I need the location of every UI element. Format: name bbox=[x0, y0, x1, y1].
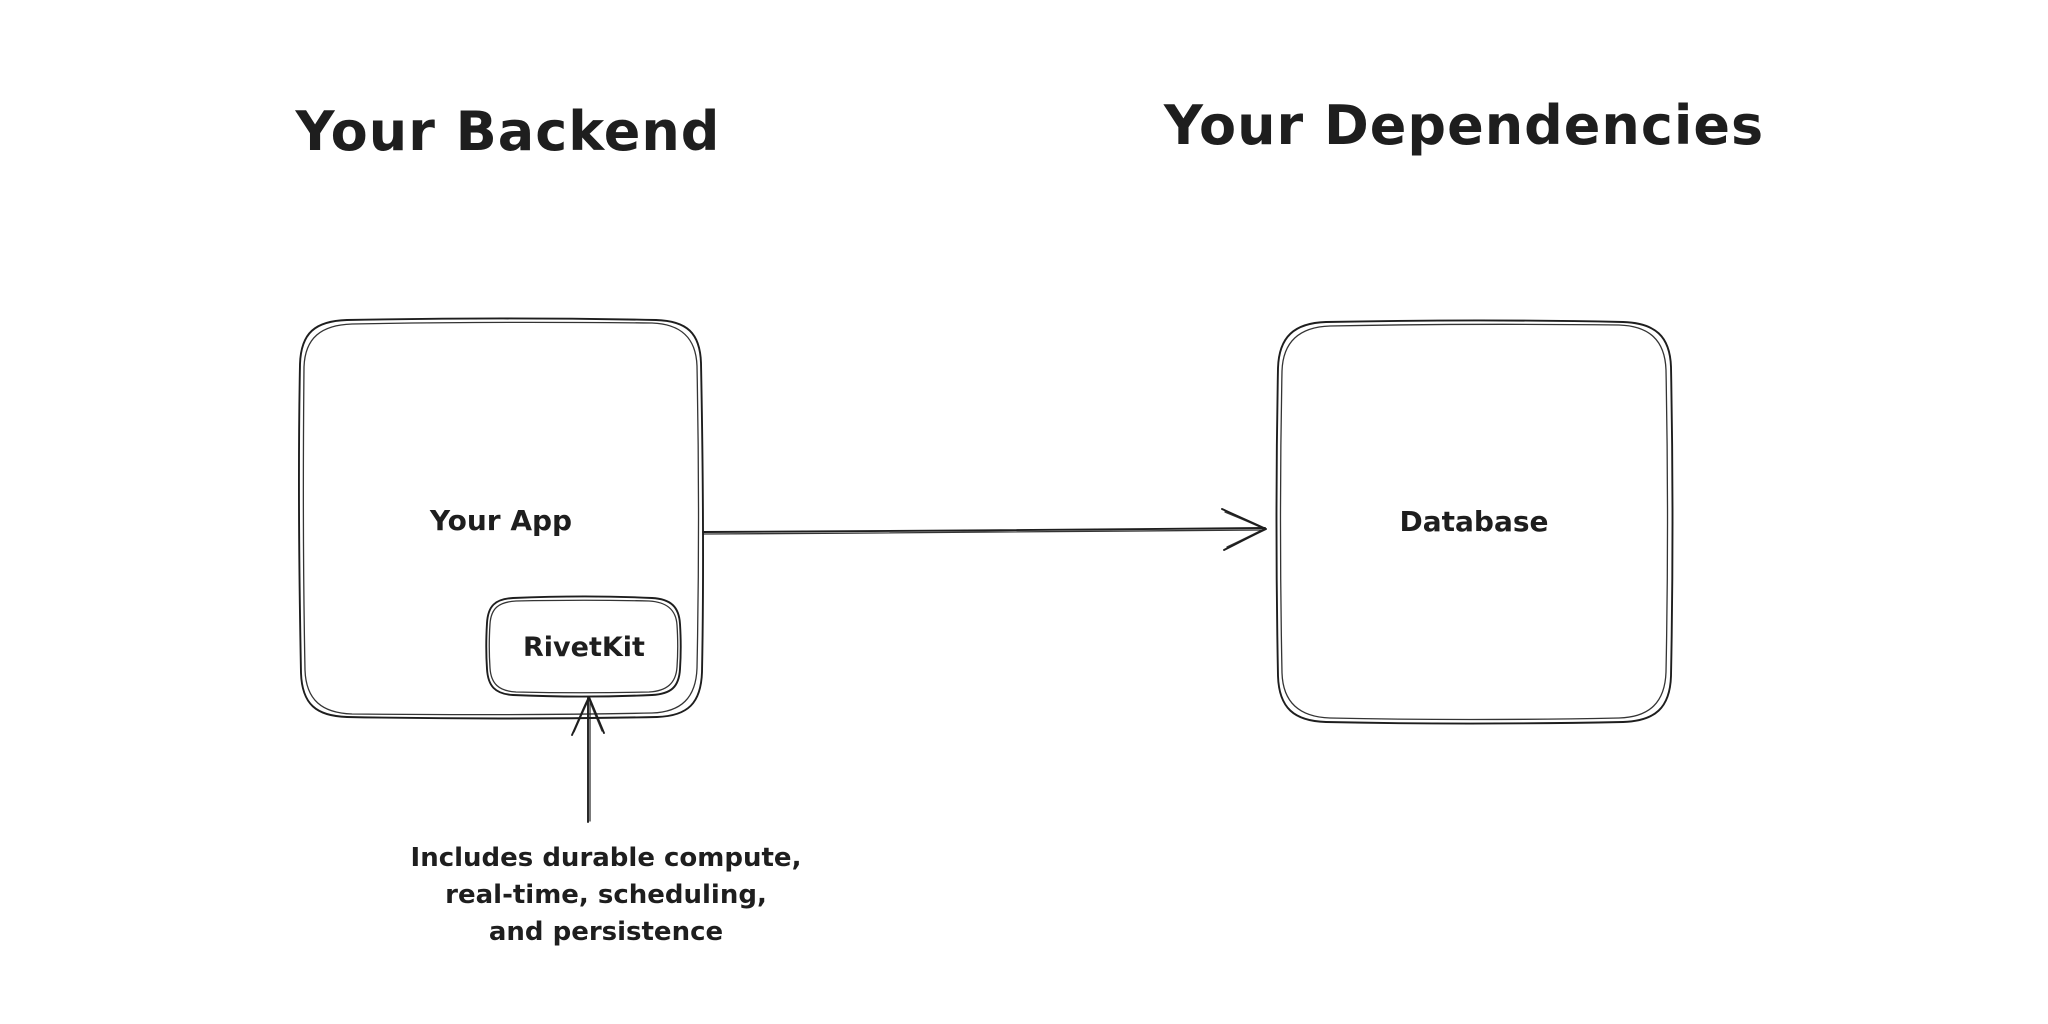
rivetkit-box: RivetKit bbox=[485, 595, 682, 698]
note-to-rivetkit-arrow bbox=[571, 696, 605, 823]
arrowhead-up-icon-2 bbox=[573, 698, 603, 733]
database-box-outline-2 bbox=[1279, 323, 1669, 721]
your-app-label: Your App bbox=[429, 504, 572, 537]
arrow-shaft bbox=[702, 527, 1266, 533]
database-label: Database bbox=[1399, 505, 1548, 538]
rivetkit-box-outline bbox=[485, 595, 682, 698]
your-app-box-outline bbox=[297, 317, 705, 720]
annotation-line-1: Includes durable compute, bbox=[411, 843, 802, 873]
database-box: Database bbox=[1275, 319, 1674, 725]
right-section-title: Your Dependencies bbox=[1163, 94, 1764, 157]
your-app-box: Your App bbox=[297, 317, 705, 720]
rivetkit-annotation: Includes durable compute, real-time, sch… bbox=[411, 843, 802, 947]
app-to-database-arrow bbox=[702, 508, 1267, 551]
arrowhead-right-icon-2 bbox=[1224, 511, 1265, 548]
annotation-line-3: and persistence bbox=[489, 917, 723, 947]
rivetkit-label: RivetKit bbox=[523, 632, 645, 663]
arrowhead-right-icon bbox=[1221, 508, 1267, 551]
rivetkit-box-outline-2 bbox=[488, 599, 679, 694]
left-section-title: Your Backend bbox=[295, 100, 721, 163]
arrow-shaft-2 bbox=[702, 529, 1264, 535]
database-box-outline bbox=[1275, 319, 1674, 725]
your-app-box-outline-2 bbox=[302, 321, 700, 716]
annotation-line-2: real-time, scheduling, bbox=[445, 880, 767, 910]
